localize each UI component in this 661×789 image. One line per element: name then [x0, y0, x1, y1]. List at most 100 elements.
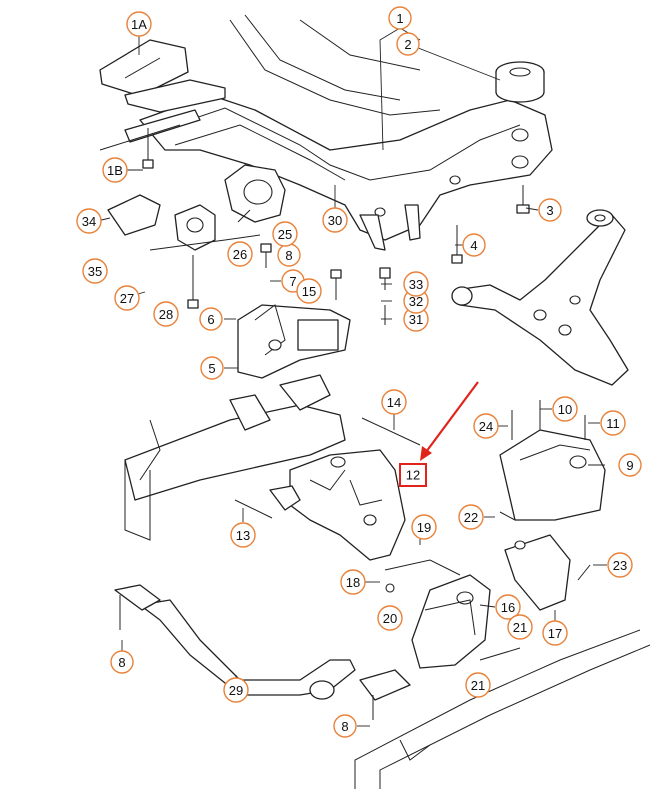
callout-ring — [495, 594, 521, 620]
callout-number: 4 — [470, 238, 477, 253]
callout-ring — [388, 6, 412, 30]
callout-16[interactable]: 16 — [495, 594, 521, 620]
callout-number: 1B — [107, 163, 123, 178]
callout-1A[interactable]: 1A — [126, 11, 152, 37]
callout-ring — [607, 552, 633, 578]
subframe — [139, 14, 553, 251]
callout-number: 21 — [513, 620, 527, 635]
gearbox-bracket — [269, 449, 406, 561]
callout-22[interactable]: 22 — [458, 504, 484, 530]
callout-3[interactable]: 3 — [538, 198, 562, 222]
callout-20[interactable]: 20 — [377, 605, 403, 631]
callout-1[interactable]: 1 — [388, 6, 412, 30]
callout-ring — [322, 207, 348, 233]
callout-ring — [333, 714, 357, 738]
stabilizer-pipe — [114, 584, 411, 701]
right-mount — [499, 429, 606, 611]
callout-number: 25 — [278, 227, 292, 242]
callout-5[interactable]: 5 — [200, 356, 224, 380]
callout-1B[interactable]: 1B — [102, 157, 128, 183]
highlighted-part-number: 12 — [406, 468, 420, 483]
engine-mount — [237, 304, 351, 379]
callout-ring — [411, 514, 437, 540]
callout-10[interactable]: 10 — [552, 396, 578, 422]
callout-33[interactable]: 33 — [403, 271, 429, 297]
callout-ring — [199, 307, 223, 331]
callout-2[interactable]: 2 — [396, 32, 420, 56]
callout-number: 21 — [471, 678, 485, 693]
callout-ring — [381, 389, 407, 415]
callout-ring — [396, 32, 420, 56]
callout-ring — [272, 221, 298, 247]
callout-number: 6 — [207, 312, 214, 327]
callout-number: 23 — [613, 558, 627, 573]
callout-35[interactable]: 35 — [82, 258, 108, 284]
callout-21b[interactable]: 21 — [465, 672, 491, 698]
callout-ring — [542, 620, 568, 646]
callout-ring — [126, 11, 152, 37]
callout-ring — [102, 157, 128, 183]
callout-ring — [230, 522, 256, 548]
callout-number: 20 — [383, 611, 397, 626]
callout-ring — [110, 650, 134, 674]
highlight-arrow — [420, 381, 479, 461]
callout-ring — [377, 605, 403, 631]
callout-number: 11 — [606, 416, 620, 431]
callout-19[interactable]: 19 — [411, 514, 437, 540]
callout-number: 24 — [479, 419, 493, 434]
callout-13[interactable]: 13 — [230, 522, 256, 548]
chassis-member — [124, 374, 346, 541]
callout-number: 35 — [88, 264, 102, 279]
callout-17[interactable]: 17 — [542, 620, 568, 646]
callout-ring — [552, 396, 578, 422]
callout-18[interactable]: 18 — [340, 569, 366, 595]
callout-number: 29 — [229, 683, 243, 698]
callout-number: 1 — [396, 11, 403, 26]
callout-number: 8 — [285, 248, 292, 263]
callout-ring — [76, 208, 102, 234]
control-arm — [451, 209, 629, 386]
callout-number: 27 — [120, 291, 134, 306]
callout-number: 33 — [409, 277, 423, 292]
callout-number: 26 — [233, 247, 247, 262]
callout-31[interactable]: 31 — [403, 306, 429, 332]
callout-ring — [465, 672, 491, 698]
callout-4[interactable]: 4 — [462, 233, 486, 257]
callout-6[interactable]: 6 — [199, 307, 223, 331]
callout-30[interactable]: 30 — [322, 207, 348, 233]
callout-21a[interactable]: 21 — [507, 614, 533, 640]
callout-14[interactable]: 14 — [381, 389, 407, 415]
callout-ring — [340, 569, 366, 595]
callout-number: 16 — [501, 600, 515, 615]
callout-29[interactable]: 29 — [223, 677, 249, 703]
callout-25[interactable]: 25 — [272, 221, 298, 247]
callout-ring — [600, 410, 626, 436]
callout-number: 5 — [208, 361, 215, 376]
callout-8a[interactable]: 8 — [277, 243, 301, 267]
callout-number: 31 — [409, 312, 423, 327]
callout-15[interactable]: 15 — [296, 278, 322, 304]
pendulum-mount — [107, 164, 286, 251]
callout-11[interactable]: 11 — [600, 410, 626, 436]
callout-8b[interactable]: 8 — [110, 650, 134, 674]
callout-number: 8 — [341, 719, 348, 734]
callout-ring — [462, 233, 486, 257]
callout-26[interactable]: 26 — [227, 241, 253, 267]
floor-pan — [354, 629, 651, 789]
callout-28[interactable]: 28 — [153, 301, 179, 327]
callout-8c[interactable]: 8 — [333, 714, 357, 738]
callout-9[interactable]: 9 — [618, 453, 642, 477]
highlighted-part-label[interactable]: 12 — [399, 463, 427, 487]
callout-number: 13 — [236, 528, 250, 543]
callout-number: 9 — [626, 458, 633, 473]
callout-number: 30 — [328, 213, 342, 228]
callout-23[interactable]: 23 — [607, 552, 633, 578]
callout-ring — [82, 258, 108, 284]
callout-27[interactable]: 27 — [114, 285, 140, 311]
callout-34[interactable]: 34 — [76, 208, 102, 234]
subframe-bushing — [495, 61, 545, 103]
callout-ring — [507, 614, 533, 640]
callout-number: 15 — [302, 284, 316, 299]
callout-24[interactable]: 24 — [473, 413, 499, 439]
